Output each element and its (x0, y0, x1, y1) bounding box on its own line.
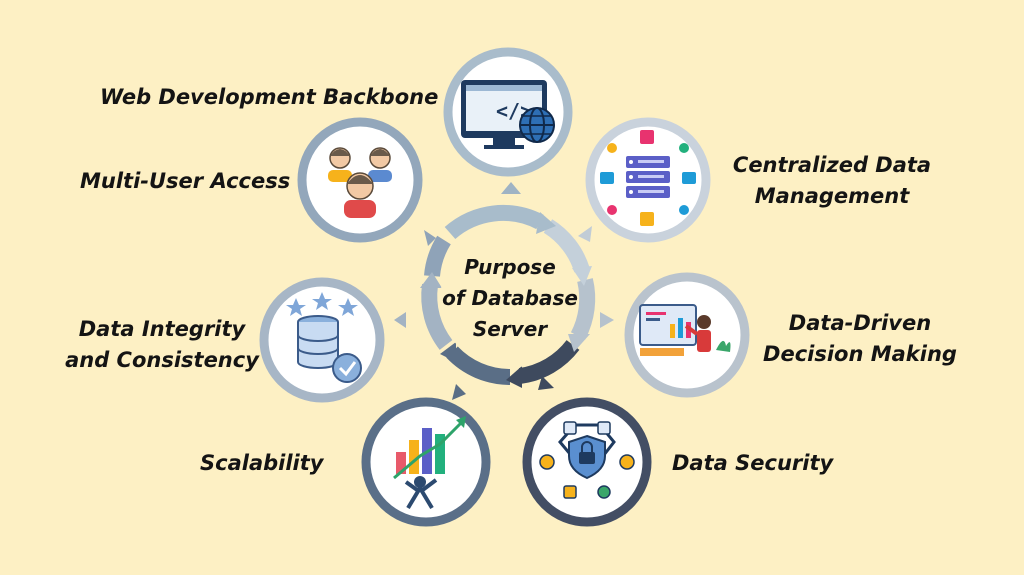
label-data-integrity-and-consistency: Data Integrity and Consistency (62, 314, 262, 376)
label-centralized-data-management: Centralized Data Management (732, 150, 932, 212)
ring-segment-left (421, 283, 453, 350)
node-integrity (259, 277, 385, 403)
center-disc (440, 232, 576, 368)
ring-arrowhead (506, 366, 522, 388)
node-security (522, 397, 652, 527)
ring-arrowhead (568, 334, 590, 352)
node-decision (624, 272, 750, 398)
label-multi-user-access: Multi-User Access (80, 166, 290, 197)
arrow-to-multiuser-icon (424, 230, 436, 246)
database-check-stars-icon (286, 292, 362, 383)
ring-arrowhead (536, 212, 556, 234)
label-text: Data Security (672, 451, 834, 475)
label-text: Centralized Data (732, 153, 932, 177)
ring-segment-right (570, 278, 596, 340)
arrow-to-central-icon (578, 226, 592, 242)
label-text: Data-Driven (788, 311, 932, 335)
label-text: Multi-User Access (80, 169, 291, 193)
ring-arrowheads (420, 212, 592, 388)
outward-arrows (394, 182, 614, 400)
node-web: </> (443, 47, 573, 177)
analytics-presentation-icon (639, 304, 731, 356)
arrow-to-web-icon (501, 182, 521, 194)
ring-segment-bottom-left (446, 346, 511, 385)
node-multiuser (297, 117, 423, 243)
label-web-development-backbone: Web Development Backbone (100, 82, 438, 113)
arrow-to-scalability-icon (452, 384, 466, 400)
ring-segment-top (444, 204, 544, 240)
security-shield-lock-icon (539, 421, 635, 499)
label-text: Scalability (200, 451, 324, 475)
center-title-line: of Database (442, 286, 578, 310)
monitor-code-globe-icon: </> (461, 80, 555, 149)
center-title: Purpose of Database Server (430, 252, 590, 345)
ring-arrowhead (420, 272, 442, 288)
ring-segment-bottom-right (518, 339, 580, 384)
ring-arrowhead (572, 266, 592, 286)
node-central (585, 117, 711, 243)
growth-chart-person-icon (393, 416, 466, 510)
label-text: Web Development Backbone (100, 85, 439, 109)
label-data-security: Data Security (672, 448, 833, 479)
label-text: Decision Making (763, 342, 957, 366)
label-text: Data Integrity (78, 317, 246, 341)
label-data-driven-decision-making: Data-Driven Decision Making (760, 308, 960, 370)
ring-arrowhead (440, 342, 456, 362)
label-scalability: Scalability (200, 448, 323, 479)
node-scalability (361, 397, 491, 527)
center-title-line: Server (472, 317, 548, 341)
center-title-line: Purpose (464, 255, 556, 279)
users-group-icon (328, 147, 392, 218)
arrow-to-security-icon (538, 376, 554, 390)
database-server-icon (600, 130, 696, 226)
label-text: and Consistency (65, 348, 259, 372)
arrow-to-integrity-icon (394, 312, 406, 328)
ring-segment-top-right (543, 219, 590, 273)
arrow-to-decision-icon (600, 312, 614, 328)
label-text: Management (754, 184, 910, 208)
